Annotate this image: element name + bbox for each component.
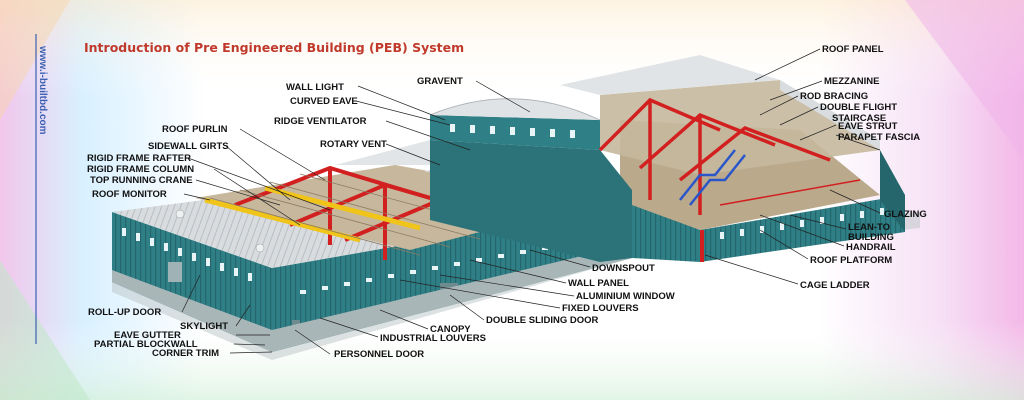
decor-bubble <box>0 260 90 400</box>
label-fixed-louvers: FIXED LOUVERS <box>562 303 639 314</box>
label-handrail: HANDRAIL <box>846 242 896 253</box>
tall-block-front <box>430 140 632 262</box>
label-double-sliding-door: DOUBLE SLIDING DOOR <box>486 315 599 326</box>
label-eave-gutter: EAVE GUTTER <box>114 330 181 341</box>
side-windows <box>122 228 252 281</box>
diagram-title: Introduction of Pre Engineered Building … <box>84 40 464 55</box>
label-cage-ladder: CAGE LADDER <box>800 280 870 291</box>
roof-panel-right <box>560 55 780 95</box>
label-building: BUILDING <box>848 232 894 243</box>
label-roll-up-door: ROLL-UP DOOR <box>88 307 161 318</box>
label-skylight: SKYLIGHT <box>180 321 228 332</box>
double-flight-staircase <box>679 149 746 206</box>
label-double-flight: DOUBLE FLIGHT <box>820 102 897 113</box>
label-roof-purlin: ROOF PURLIN <box>162 124 228 135</box>
label-aluminium-window: ALUMINIUM WINDOW <box>576 291 675 302</box>
handrail <box>719 179 861 206</box>
label-personnel-door: PERSONNEL DOOR <box>334 349 424 360</box>
label-top-running-crane: TOP RUNNING CRANE <box>90 175 193 186</box>
label-industrial-louvers: INDUSTRIAL LOUVERS <box>380 333 486 344</box>
label-staircase: STAIRCASE <box>832 113 886 124</box>
right-front-wall <box>700 195 905 262</box>
parapet-fascia <box>780 80 880 150</box>
label-rigid-frame-column: RIGID FRAME COLUMN <box>87 164 194 175</box>
label-glazing: GLAZING <box>884 209 927 220</box>
label-roof-panel: ROOF PANEL <box>822 44 884 55</box>
right-side-wall <box>880 150 905 232</box>
roll-up-door <box>168 262 182 282</box>
label-partial-blockwall: PARTIAL BLOCKWALL <box>94 339 198 350</box>
rod-bracing <box>598 97 831 215</box>
label-wall-light: WALL LIGHT <box>286 82 344 93</box>
label-ridge-ventilator: RIDGE VENTILATOR <box>274 116 367 127</box>
peb-building <box>112 55 920 360</box>
partial-blockwall <box>112 244 632 352</box>
label-corner-trim: CORNER TRIM <box>152 348 219 359</box>
label-gravent: GRAVENT <box>417 76 463 87</box>
label-parapet-fascia: PARAPET FASCIA <box>838 132 920 143</box>
cage-ladder <box>700 230 704 262</box>
website-text[interactable]: www.i-builtbd.com <box>37 45 48 135</box>
leader-lines <box>181 48 881 355</box>
curved-eave <box>429 98 601 121</box>
label-wall-panel: WALL PANEL <box>568 278 629 289</box>
label-rigid-frame-rafter: RIGID FRAME RAFTER <box>87 153 191 164</box>
label-mezzanine: MEZZANINE <box>824 76 879 87</box>
label-rotary-vent: ROTARY VENT <box>320 139 387 150</box>
label-curved-eave: CURVED EAVE <box>290 96 358 107</box>
wall-lights <box>450 124 575 138</box>
website-bar <box>35 34 37 344</box>
decor-bubble <box>905 0 1024 160</box>
label-downspout: DOWNSPOUT <box>592 263 655 274</box>
label-canopy: CANOPY <box>430 324 471 335</box>
label-sidewall-girts: SIDEWALL GIRTS <box>148 141 229 152</box>
label-roof-platform: ROOF PLATFORM <box>810 255 892 266</box>
top-running-crane <box>204 185 421 243</box>
glazing <box>720 208 884 239</box>
lean-to-front-wall <box>632 205 700 262</box>
label-roof-monitor: ROOF MONITOR <box>92 189 167 200</box>
label-lean-to: LEAN-TO <box>848 222 890 233</box>
label-eave-strut: EAVE STRUT <box>838 121 898 132</box>
label-rod-bracing: ROD BRACING <box>800 91 868 102</box>
